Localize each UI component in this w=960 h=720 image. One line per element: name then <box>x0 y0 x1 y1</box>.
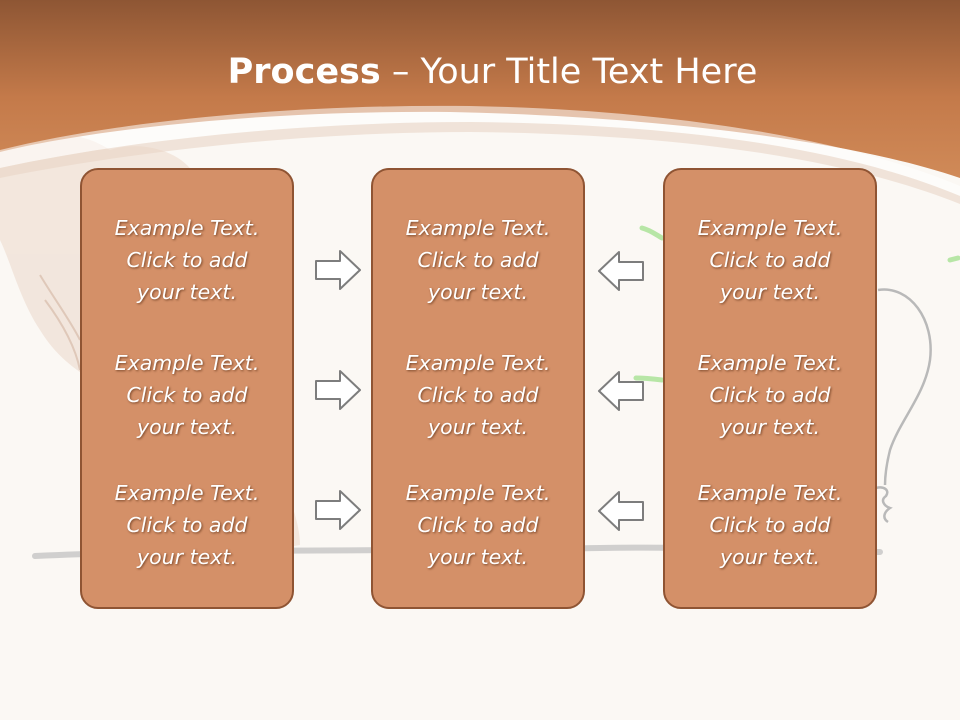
process-box-3[interactable]: Example Text. Click to add your text. Ex… <box>663 168 877 609</box>
green-sketch-marks <box>633 225 960 383</box>
text-line: Click to add <box>126 248 248 272</box>
text-line: Click to add <box>417 248 539 272</box>
process-box-2[interactable]: Example Text. Click to add your text. Ex… <box>371 168 585 609</box>
text-line: Click to add <box>709 513 831 537</box>
text-line: your text. <box>720 415 820 439</box>
arrow-right-icon[interactable] <box>314 249 362 291</box>
text-line: Click to add <box>126 513 248 537</box>
text-block[interactable]: Example Text. Click to add your text. <box>373 347 583 443</box>
text-line: Example Text. <box>114 351 260 375</box>
header-swoosh <box>0 105 960 196</box>
title-rest: – Your Title Text Here <box>380 52 758 92</box>
slide-title[interactable]: Process – Your Title Text Here <box>0 52 960 92</box>
text-line: Example Text. <box>697 216 843 240</box>
text-line: Click to add <box>709 383 831 407</box>
arrow-left-icon[interactable] <box>597 250 645 292</box>
arrow-right-icon[interactable] <box>314 369 362 411</box>
arrow-left-icon[interactable] <box>597 370 645 412</box>
text-line: Click to add <box>417 383 539 407</box>
text-block[interactable]: Example Text. Click to add your text. <box>82 212 292 308</box>
text-line: Click to add <box>709 248 831 272</box>
text-line: Example Text. <box>697 351 843 375</box>
text-line: Click to add <box>126 383 248 407</box>
process-box-1[interactable]: Example Text. Click to add your text. Ex… <box>80 168 294 609</box>
text-line: your text. <box>428 280 528 304</box>
title-bold: Process <box>227 52 381 92</box>
text-block[interactable]: Example Text. Click to add your text. <box>373 212 583 308</box>
header-band <box>0 0 960 178</box>
text-block[interactable]: Example Text. Click to add your text. <box>82 347 292 443</box>
text-block[interactable]: Example Text. Click to add your text. <box>665 477 875 573</box>
text-line: your text. <box>137 545 237 569</box>
text-line: Click to add <box>417 513 539 537</box>
text-line: your text. <box>720 280 820 304</box>
text-line: your text. <box>428 415 528 439</box>
text-line: Example Text. <box>405 481 551 505</box>
text-block[interactable]: Example Text. Click to add your text. <box>665 347 875 443</box>
text-block[interactable]: Example Text. Click to add your text. <box>373 477 583 573</box>
text-line: your text. <box>137 415 237 439</box>
arrow-left-icon[interactable] <box>597 490 645 532</box>
text-line: your text. <box>720 545 820 569</box>
text-line: Example Text. <box>114 216 260 240</box>
text-line: Example Text. <box>697 481 843 505</box>
lightbulb-sketch <box>875 288 932 524</box>
arrow-right-icon[interactable] <box>314 489 362 531</box>
text-line: Example Text. <box>405 351 551 375</box>
text-line: Example Text. <box>114 481 260 505</box>
text-line: your text. <box>137 280 237 304</box>
text-block[interactable]: Example Text. Click to add your text. <box>665 212 875 308</box>
text-line: Example Text. <box>405 216 551 240</box>
text-line: your text. <box>428 545 528 569</box>
text-block[interactable]: Example Text. Click to add your text. <box>82 477 292 573</box>
